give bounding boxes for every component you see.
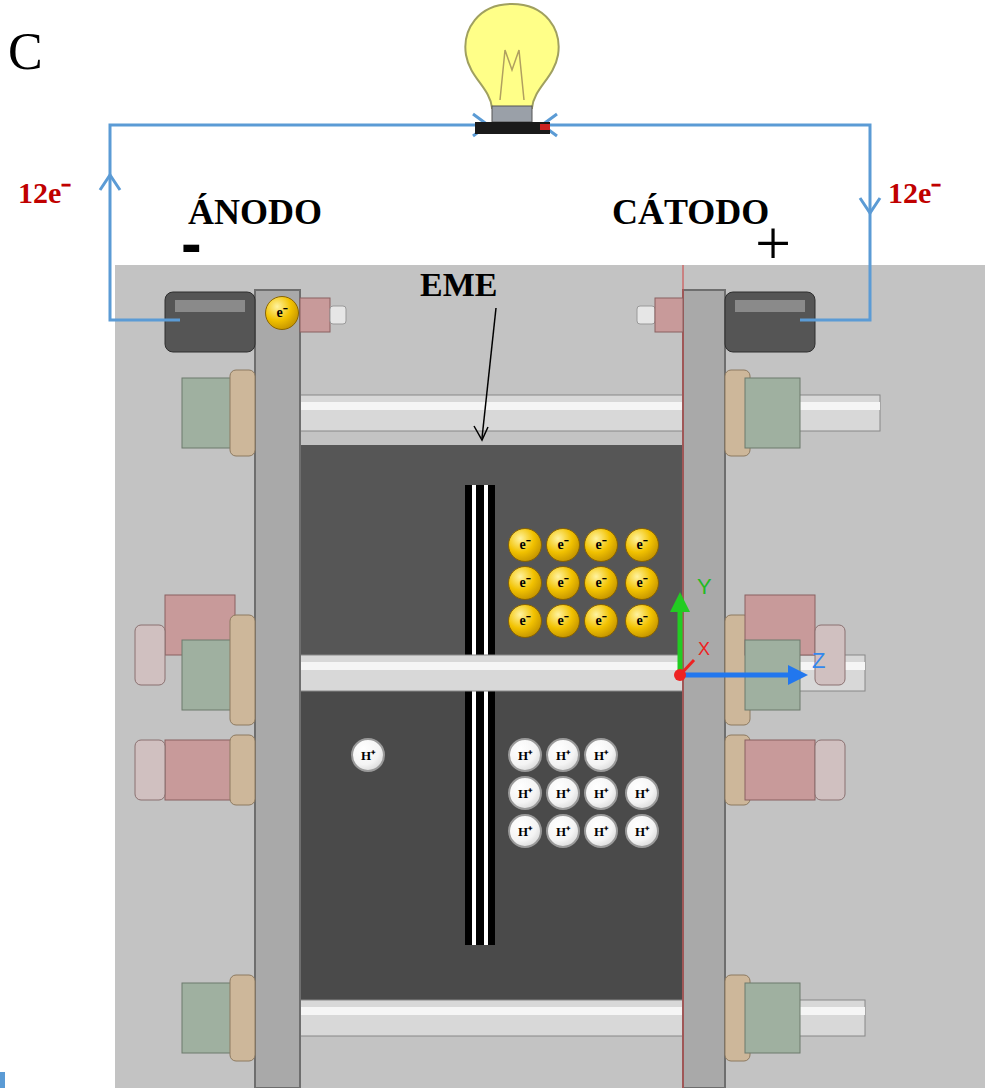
electron-ball: e⁻	[546, 604, 580, 638]
part-name: EME	[420, 268, 497, 302]
end-plate	[255, 290, 300, 1088]
axis-label: Y	[697, 576, 712, 598]
electron-ball: e⁻	[508, 604, 542, 638]
light-bulb	[465, 4, 558, 134]
electron-ball: e⁻	[584, 528, 618, 562]
proton-ball: H⁺	[546, 814, 580, 848]
electron-label: e⁻	[276, 306, 287, 320]
axis-label: X	[698, 640, 710, 658]
electron-label: e⁻	[595, 576, 606, 590]
electron-ball: e⁻	[508, 528, 542, 562]
electrode-name: CÁTODO	[612, 194, 769, 230]
proton-ball: H⁺	[584, 814, 618, 848]
leader-arrow	[474, 426, 488, 440]
electron-ball: e⁻	[546, 528, 580, 562]
proton-label: H⁺	[594, 749, 608, 762]
proton-ball: H⁺	[625, 814, 659, 848]
end-plate	[683, 290, 725, 1088]
electron-count: 12e⁻	[888, 178, 941, 208]
membrane	[465, 485, 495, 945]
leader-line	[482, 308, 496, 438]
proton-ball: H⁺	[546, 738, 580, 772]
proton-label: H⁺	[594, 787, 608, 800]
proton-label: H⁺	[556, 825, 570, 838]
electron-label: e⁻	[519, 614, 530, 628]
proton-label: H⁺	[635, 787, 649, 800]
electron-label: e⁻	[636, 576, 647, 590]
electron-ball: e⁻	[265, 296, 299, 330]
figure-letter: C	[8, 26, 43, 78]
proton-label: H⁺	[361, 749, 375, 762]
electron-label: e⁻	[519, 576, 530, 590]
electron-ball: e⁻	[625, 528, 659, 562]
electron-label: e⁻	[519, 538, 530, 552]
electron-count: 12e⁻	[18, 178, 71, 208]
electron-ball: e⁻	[584, 604, 618, 638]
electron-label: e⁻	[595, 614, 606, 628]
tie-rod	[300, 395, 880, 1036]
electron-label: e⁻	[636, 538, 647, 552]
proton-ball: H⁺	[546, 776, 580, 810]
proton-label: H⁺	[556, 749, 570, 762]
electron-ball: e⁻	[625, 566, 659, 600]
proton-ball: H⁺	[584, 776, 618, 810]
electron-label: e⁻	[636, 614, 647, 628]
background-panel	[115, 265, 985, 1088]
polarity-sign: -	[181, 212, 202, 274]
electron-label: e⁻	[557, 576, 568, 590]
electron-ball: e⁻	[625, 604, 659, 638]
electron-label: e⁻	[595, 538, 606, 552]
nut	[135, 370, 845, 1061]
electron-ball: e⁻	[584, 566, 618, 600]
axis-label: Z	[812, 650, 825, 672]
proton-label: H⁺	[594, 825, 608, 838]
electron-label: e⁻	[557, 538, 568, 552]
proton-label: H⁺	[518, 787, 532, 800]
circuit-wire	[100, 114, 880, 320]
proton-ball: H⁺	[508, 738, 542, 772]
proton-label: H⁺	[556, 787, 570, 800]
proton-label: H⁺	[635, 825, 649, 838]
proton-ball: H⁺	[584, 738, 618, 772]
proton-ball: H⁺	[508, 814, 542, 848]
electrode-name: ÁNODO	[188, 194, 322, 230]
proton-label: H⁺	[518, 749, 532, 762]
electron-label: e⁻	[557, 614, 568, 628]
electron-ball: e⁻	[546, 566, 580, 600]
polarity-sign: +	[755, 212, 791, 276]
axis-triad	[670, 592, 808, 685]
edge-mark	[0, 1072, 5, 1088]
proton-label: H⁺	[518, 825, 532, 838]
proton-ball: H⁺	[625, 776, 659, 810]
proton-ball: H⁺	[351, 738, 385, 772]
proton-ball: H⁺	[508, 776, 542, 810]
electron-ball: e⁻	[508, 566, 542, 600]
